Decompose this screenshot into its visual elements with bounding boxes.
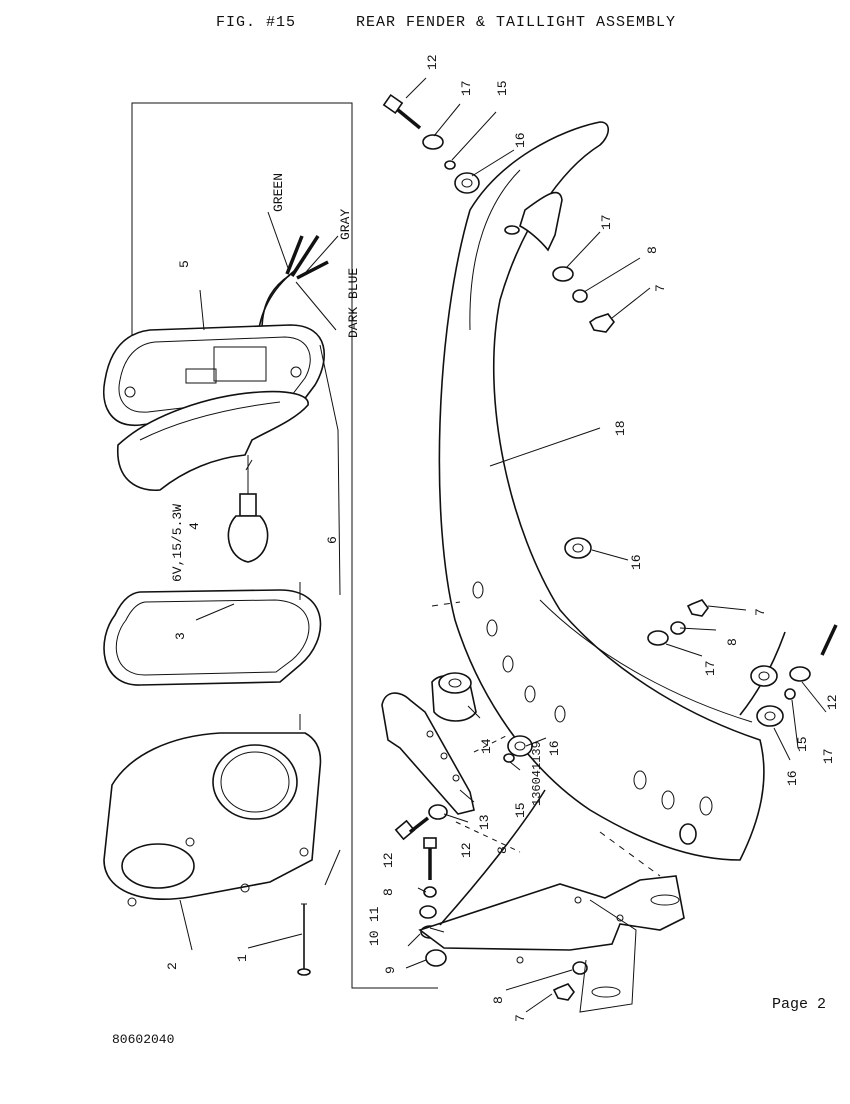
assembly-centerlines [431,601,661,877]
callout-15: 15 [495,80,510,96]
callout-8: 8 [495,846,510,854]
taillight-base [103,324,326,492]
bulb-spec-label: 6V,15/5.3W [170,504,185,582]
callout-12: 12 [825,694,840,710]
taillight-group-frame [131,102,438,989]
callout-5: 5 [177,260,192,268]
callout-16: 16 [785,770,800,786]
callout-18: 18 [613,420,628,436]
callout-13: 13 [477,814,492,830]
callout-3: 3 [173,632,188,640]
callout-8: 8 [645,246,660,254]
handwritten-note: 136041139 [530,741,544,806]
wire-labels: GREEN GRAY DARK BLUE 6V,15/5.3W 13604113… [170,173,544,806]
document-number: 80602040 [112,1032,175,1047]
bolts [382,93,437,880]
callout-leaders [179,77,827,1013]
callout-17: 17 [821,748,836,764]
wire-label-green: GREEN [271,173,286,212]
callout-4: 4 [187,522,202,530]
part-6-leader [299,344,341,886]
lens-cover [103,732,322,907]
callout-10: 10 [367,930,382,946]
callout-2: 2 [165,962,180,970]
callout-15: 15 [513,802,528,818]
callout-16: 16 [513,132,528,148]
figure-title: REAR FENDER & TAILLIGHT ASSEMBLY [356,14,677,31]
callout-7: 7 [753,608,768,616]
wire-leads [257,211,339,336]
wire-label-gray: GRAY [338,209,353,240]
rear-fender [438,121,786,861]
callout-12: 12 [425,54,440,70]
callout-15: 15 [795,736,810,752]
long-screw [297,903,311,976]
callout-8: 8 [381,888,396,896]
callout-8: 8 [725,638,740,646]
callout-16: 16 [547,740,562,756]
wire-label-dark-blue: DARK BLUE [346,268,361,338]
callout-numbers: 12 17 15 16 17 8 7 18 16 7 8 17 12 15 17… [165,54,840,1022]
callout-7: 7 [653,284,668,292]
callout-1: 1 [235,954,250,962]
clamp-and-bracket [381,672,477,815]
callout-6: 6 [325,536,340,544]
hardware-parts [419,134,838,1001]
page-number: Page 2 [772,996,827,1013]
callout-17: 17 [459,80,474,96]
callout-11: 11 [367,906,382,922]
callout-9: 9 [383,966,398,974]
callout-16: 16 [629,554,644,570]
callout-17: 17 [599,214,614,230]
callout-17: 17 [703,660,718,676]
callout-8: 8 [491,996,506,1004]
callout-12: 12 [381,852,396,868]
gasket [103,589,322,686]
callout-14: 14 [479,738,494,754]
callout-12: 12 [459,842,474,858]
callout-7: 7 [513,1014,528,1022]
lower-mounting-bracket [418,789,685,1013]
figure-number: FIG. #15 [216,14,297,31]
bulb [227,455,269,563]
